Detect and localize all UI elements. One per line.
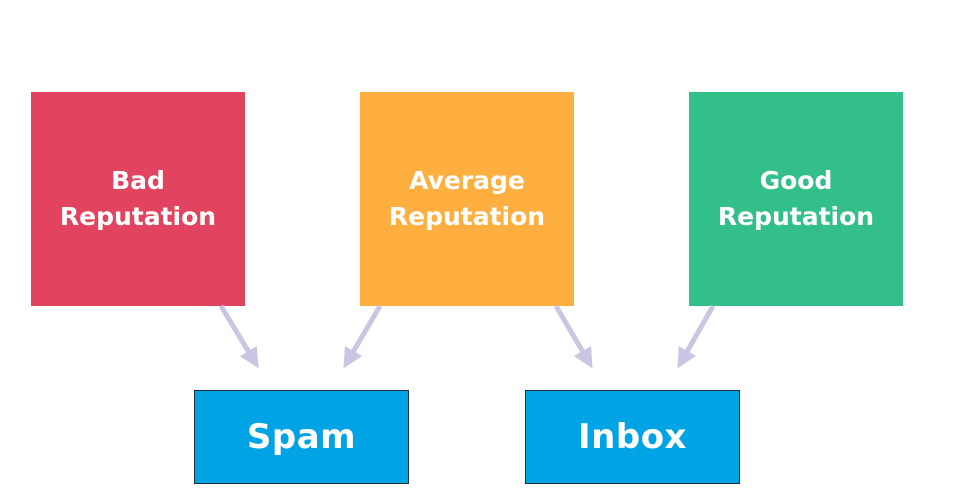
good-reputation-line1: Good bbox=[759, 166, 833, 195]
arrow-average-to-spam bbox=[343, 304, 383, 369]
inbox-box: Inbox bbox=[525, 390, 740, 484]
bad-reputation-label: Bad Reputation bbox=[60, 163, 216, 235]
good-reputation-label: Good Reputation bbox=[718, 163, 874, 235]
bad-reputation-line1: Bad bbox=[111, 166, 165, 195]
inbox-label: Inbox bbox=[578, 417, 687, 457]
average-reputation-line2: Reputation bbox=[388, 202, 546, 231]
spam-label: Spam bbox=[246, 417, 357, 457]
bad-reputation-box: Bad Reputation bbox=[31, 92, 245, 306]
bad-reputation-line2: Reputation bbox=[59, 202, 217, 231]
arrow-bad-to-spam bbox=[218, 304, 259, 369]
average-reputation-box: Average Reputation bbox=[360, 92, 574, 306]
arrow-average-to-inbox bbox=[553, 304, 593, 369]
spam-box: Spam bbox=[194, 390, 409, 484]
good-reputation-box: Good Reputation bbox=[689, 92, 903, 306]
arrow-good-to-inbox bbox=[677, 304, 716, 369]
average-reputation-line1: Average bbox=[409, 166, 525, 195]
average-reputation-label: Average Reputation bbox=[389, 163, 545, 235]
good-reputation-line2: Reputation bbox=[717, 202, 875, 231]
